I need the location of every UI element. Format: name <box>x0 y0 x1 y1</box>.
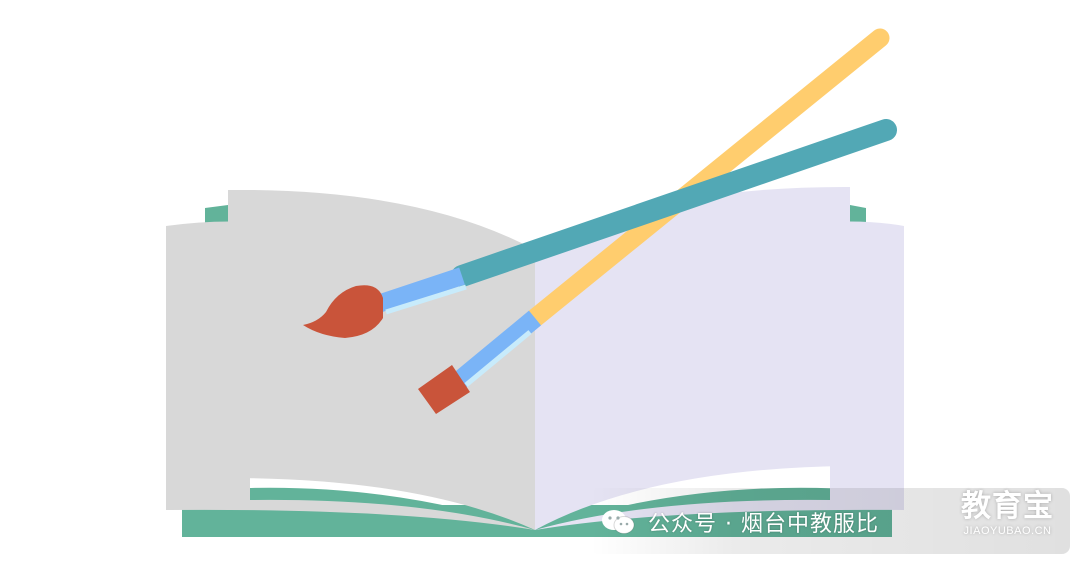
teal-brush-ferrule-highlight <box>385 284 467 315</box>
yellow-brush-ferrule-highlight <box>464 330 532 387</box>
flat-brush-bristles <box>418 365 470 414</box>
watermark-shade <box>590 488 1070 554</box>
watermark-text: 公众号 · 烟台中教服比 <box>648 512 879 537</box>
yellow-brush-ferrule <box>453 310 542 388</box>
teal-brush-ferrule <box>375 267 465 313</box>
logo-main-text: 教育宝 <box>961 489 1054 524</box>
flat-paintbrush <box>418 28 890 414</box>
right-page <box>535 186 850 530</box>
round-brush-tip <box>303 285 383 338</box>
yellow-brush-handle <box>525 28 890 328</box>
logo-sub-text: JIAOYUBAO.CN <box>963 525 1052 537</box>
teal-brush-handle <box>451 119 897 287</box>
jiaoyubao-logo: 教育宝 JIAOYUBAO.CN <box>950 490 1065 550</box>
watermark: 公众号 · 烟台中教服比 <box>600 492 1070 552</box>
round-paintbrush <box>303 119 897 338</box>
wechat-icon <box>600 508 636 536</box>
book-cover-curve <box>205 487 866 530</box>
